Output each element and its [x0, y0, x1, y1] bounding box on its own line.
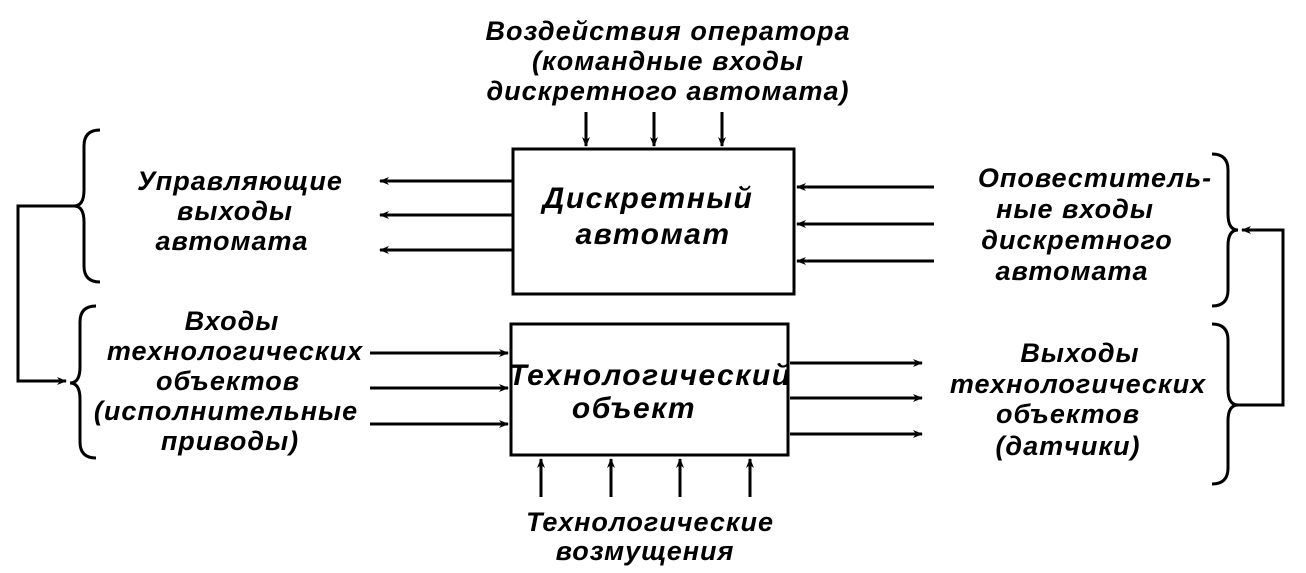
left-upper-brace	[73, 128, 101, 284]
notification-input-arrows	[796, 183, 934, 265]
tech-outputs-line-1: Выходы	[1020, 338, 1139, 368]
right-upper-brace	[1211, 152, 1239, 308]
notification-inputs-line-1: Оповеститель-	[978, 163, 1212, 193]
notification-inputs-label: Оповеститель- ные входы дискретного авто…	[978, 163, 1212, 286]
operator-input-arrows	[582, 112, 726, 147]
control-outputs-line-2: выходы	[177, 196, 293, 226]
disturbances-line-2: возмущения	[556, 536, 735, 566]
operator-inputs-label: Воздействия оператора (командные входы д…	[486, 16, 851, 106]
tech-inputs-line-5: приводы)	[161, 426, 299, 456]
right-lower-brace	[1211, 322, 1239, 486]
tech-inputs-label: Входы технологических объектов (исполнит…	[94, 306, 363, 456]
tech-inputs-line-2: технологических	[107, 336, 363, 366]
tech-object-label-line-1: Технологический	[508, 359, 791, 392]
automaton-box	[511, 147, 796, 296]
tech-outputs-line-4: (датчики)	[995, 431, 1140, 461]
notification-inputs-line-4: автомата	[995, 256, 1148, 286]
left-feedback-connector	[16, 204, 74, 385]
right-feedback-connector	[1238, 226, 1285, 407]
left-lower-brace	[69, 304, 97, 460]
tech-outputs-line-2: технологических	[950, 369, 1206, 399]
tech-outputs-label: Выходы технологических объектов (датчики…	[950, 338, 1206, 461]
control-outputs-line-3: автомата	[155, 226, 308, 256]
tech-inputs-line-3: объектов	[156, 366, 300, 396]
notification-inputs-line-3: дискретного	[981, 225, 1172, 255]
control-outputs-label: Управляющие выходы автомата	[137, 166, 343, 256]
tech-output-arrows	[790, 359, 923, 438]
tech-object-label-line-2: объект	[572, 392, 696, 425]
disturbance-arrows	[537, 458, 754, 497]
notification-inputs-line-2: ные входы	[996, 194, 1154, 224]
disturbances-line-1: Технологические	[526, 507, 774, 537]
control-outputs-line-1: Управляющие	[137, 166, 343, 196]
automaton-label-line-2: автомат	[575, 218, 730, 251]
tech-object-box	[509, 322, 790, 457]
operator-inputs-line-2: (командные входы	[532, 46, 804, 76]
tech-inputs-line-4: (исполнительные	[94, 396, 358, 426]
automaton-label-line-1: Дискретный	[540, 182, 754, 215]
tech-inputs-line-1: Входы	[185, 306, 280, 336]
tech-input-arrows	[370, 349, 509, 428]
control-output-arrows	[379, 177, 512, 254]
operator-inputs-line-1: Воздействия оператора	[486, 16, 851, 46]
tech-outputs-line-3: объектов	[996, 399, 1140, 429]
operator-inputs-line-3: дискретного автомата)	[486, 76, 849, 106]
disturbances-label: Технологические возмущения	[526, 507, 774, 566]
